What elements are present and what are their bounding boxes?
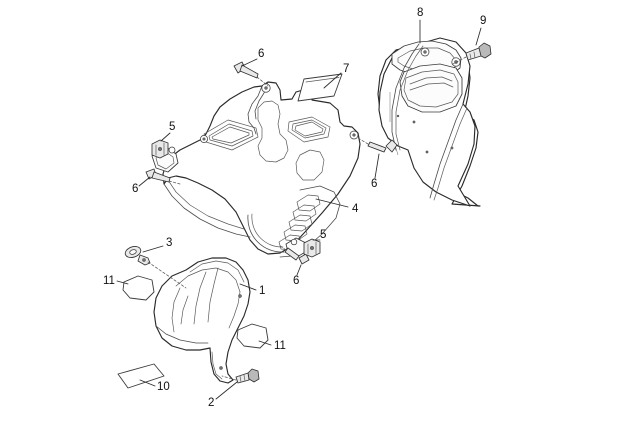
- leader-6b: [138, 176, 151, 187]
- part-decal-left[interactable]: [122, 275, 155, 301]
- part-fender-grommet[interactable]: [124, 245, 187, 289]
- callout-8: 8: [417, 7, 423, 19]
- callout-6-bottom: 6: [293, 275, 299, 287]
- part-rear-fender-bolt[interactable]: [452, 42, 492, 65]
- leader-6c: [374, 153, 380, 179]
- leader-7: [323, 72, 342, 89]
- part-tapping-screw-bottom[interactable]: [278, 244, 310, 265]
- part-graphic-emblem[interactable]: [297, 73, 343, 102]
- part-decal-lower[interactable]: [117, 363, 165, 389]
- part-decal-right[interactable]: [236, 323, 269, 349]
- callout-1: 1: [259, 285, 265, 297]
- leader-5a: [160, 132, 171, 142]
- callout-3: 3: [166, 237, 172, 249]
- callout-6-right: 6: [371, 178, 377, 190]
- callout-10: 10: [157, 381, 170, 393]
- leader-11a: [116, 280, 129, 285]
- part-front-fender[interactable]: [153, 257, 251, 384]
- part-speed-nut-right[interactable]: [303, 238, 321, 258]
- callout-6-left: 6: [132, 183, 138, 195]
- part-tapping-screw-left[interactable]: [145, 168, 181, 185]
- part-speed-nut-left[interactable]: [151, 139, 169, 159]
- callout-11-right: 11: [274, 340, 286, 352]
- callout-2: 2: [208, 397, 214, 409]
- part-tapping-screw-right[interactable]: [357, 137, 398, 153]
- leader-6d: [296, 264, 302, 276]
- part-front-fender-bolt[interactable]: [221, 368, 260, 384]
- callout-6-top: 6: [258, 48, 264, 60]
- leader-10: [139, 379, 156, 387]
- leader-6a: [241, 58, 258, 67]
- callout-9: 9: [480, 15, 486, 27]
- callout-11-left: 11: [103, 275, 115, 287]
- leader-2: [215, 381, 238, 400]
- callout-5-right: 5: [320, 229, 326, 241]
- callout-4: 4: [352, 203, 359, 215]
- callout-7: 7: [343, 63, 349, 75]
- leader-1: [239, 283, 257, 291]
- leader-11b: [258, 340, 272, 346]
- callout-layer: 1 2 3 4 5 5 6 6 6 6 7 8 9 10 11 11: [103, 7, 486, 409]
- leader-4: [315, 198, 349, 208]
- part-tapping-screw-top[interactable]: [233, 61, 269, 87]
- leader-9: [475, 27, 482, 46]
- callout-5-left: 5: [169, 121, 175, 133]
- part-rear-fender[interactable]: [377, 37, 481, 207]
- leader-3: [142, 245, 164, 253]
